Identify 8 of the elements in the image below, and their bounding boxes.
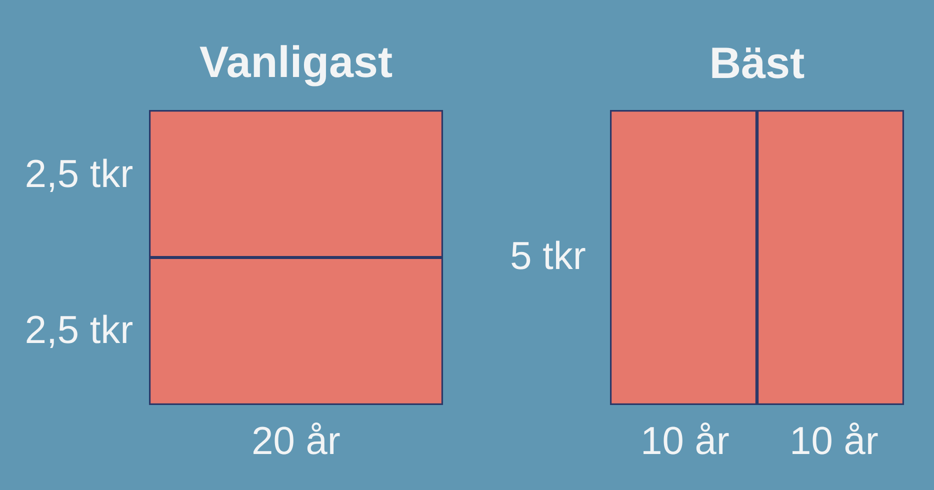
value-label: 10 år: [644, 422, 729, 454]
value-label: 20 år: [254, 422, 340, 454]
heading: Vanligast: [200, 45, 392, 86]
value-label: 10 år: [792, 422, 878, 454]
heading: Bäst: [712, 48, 804, 78]
value-label: 2,5 tkr: [26, 314, 132, 348]
value-label: 2,5 tkr: [26, 158, 132, 192]
value-label: 5 tkr: [512, 240, 586, 270]
